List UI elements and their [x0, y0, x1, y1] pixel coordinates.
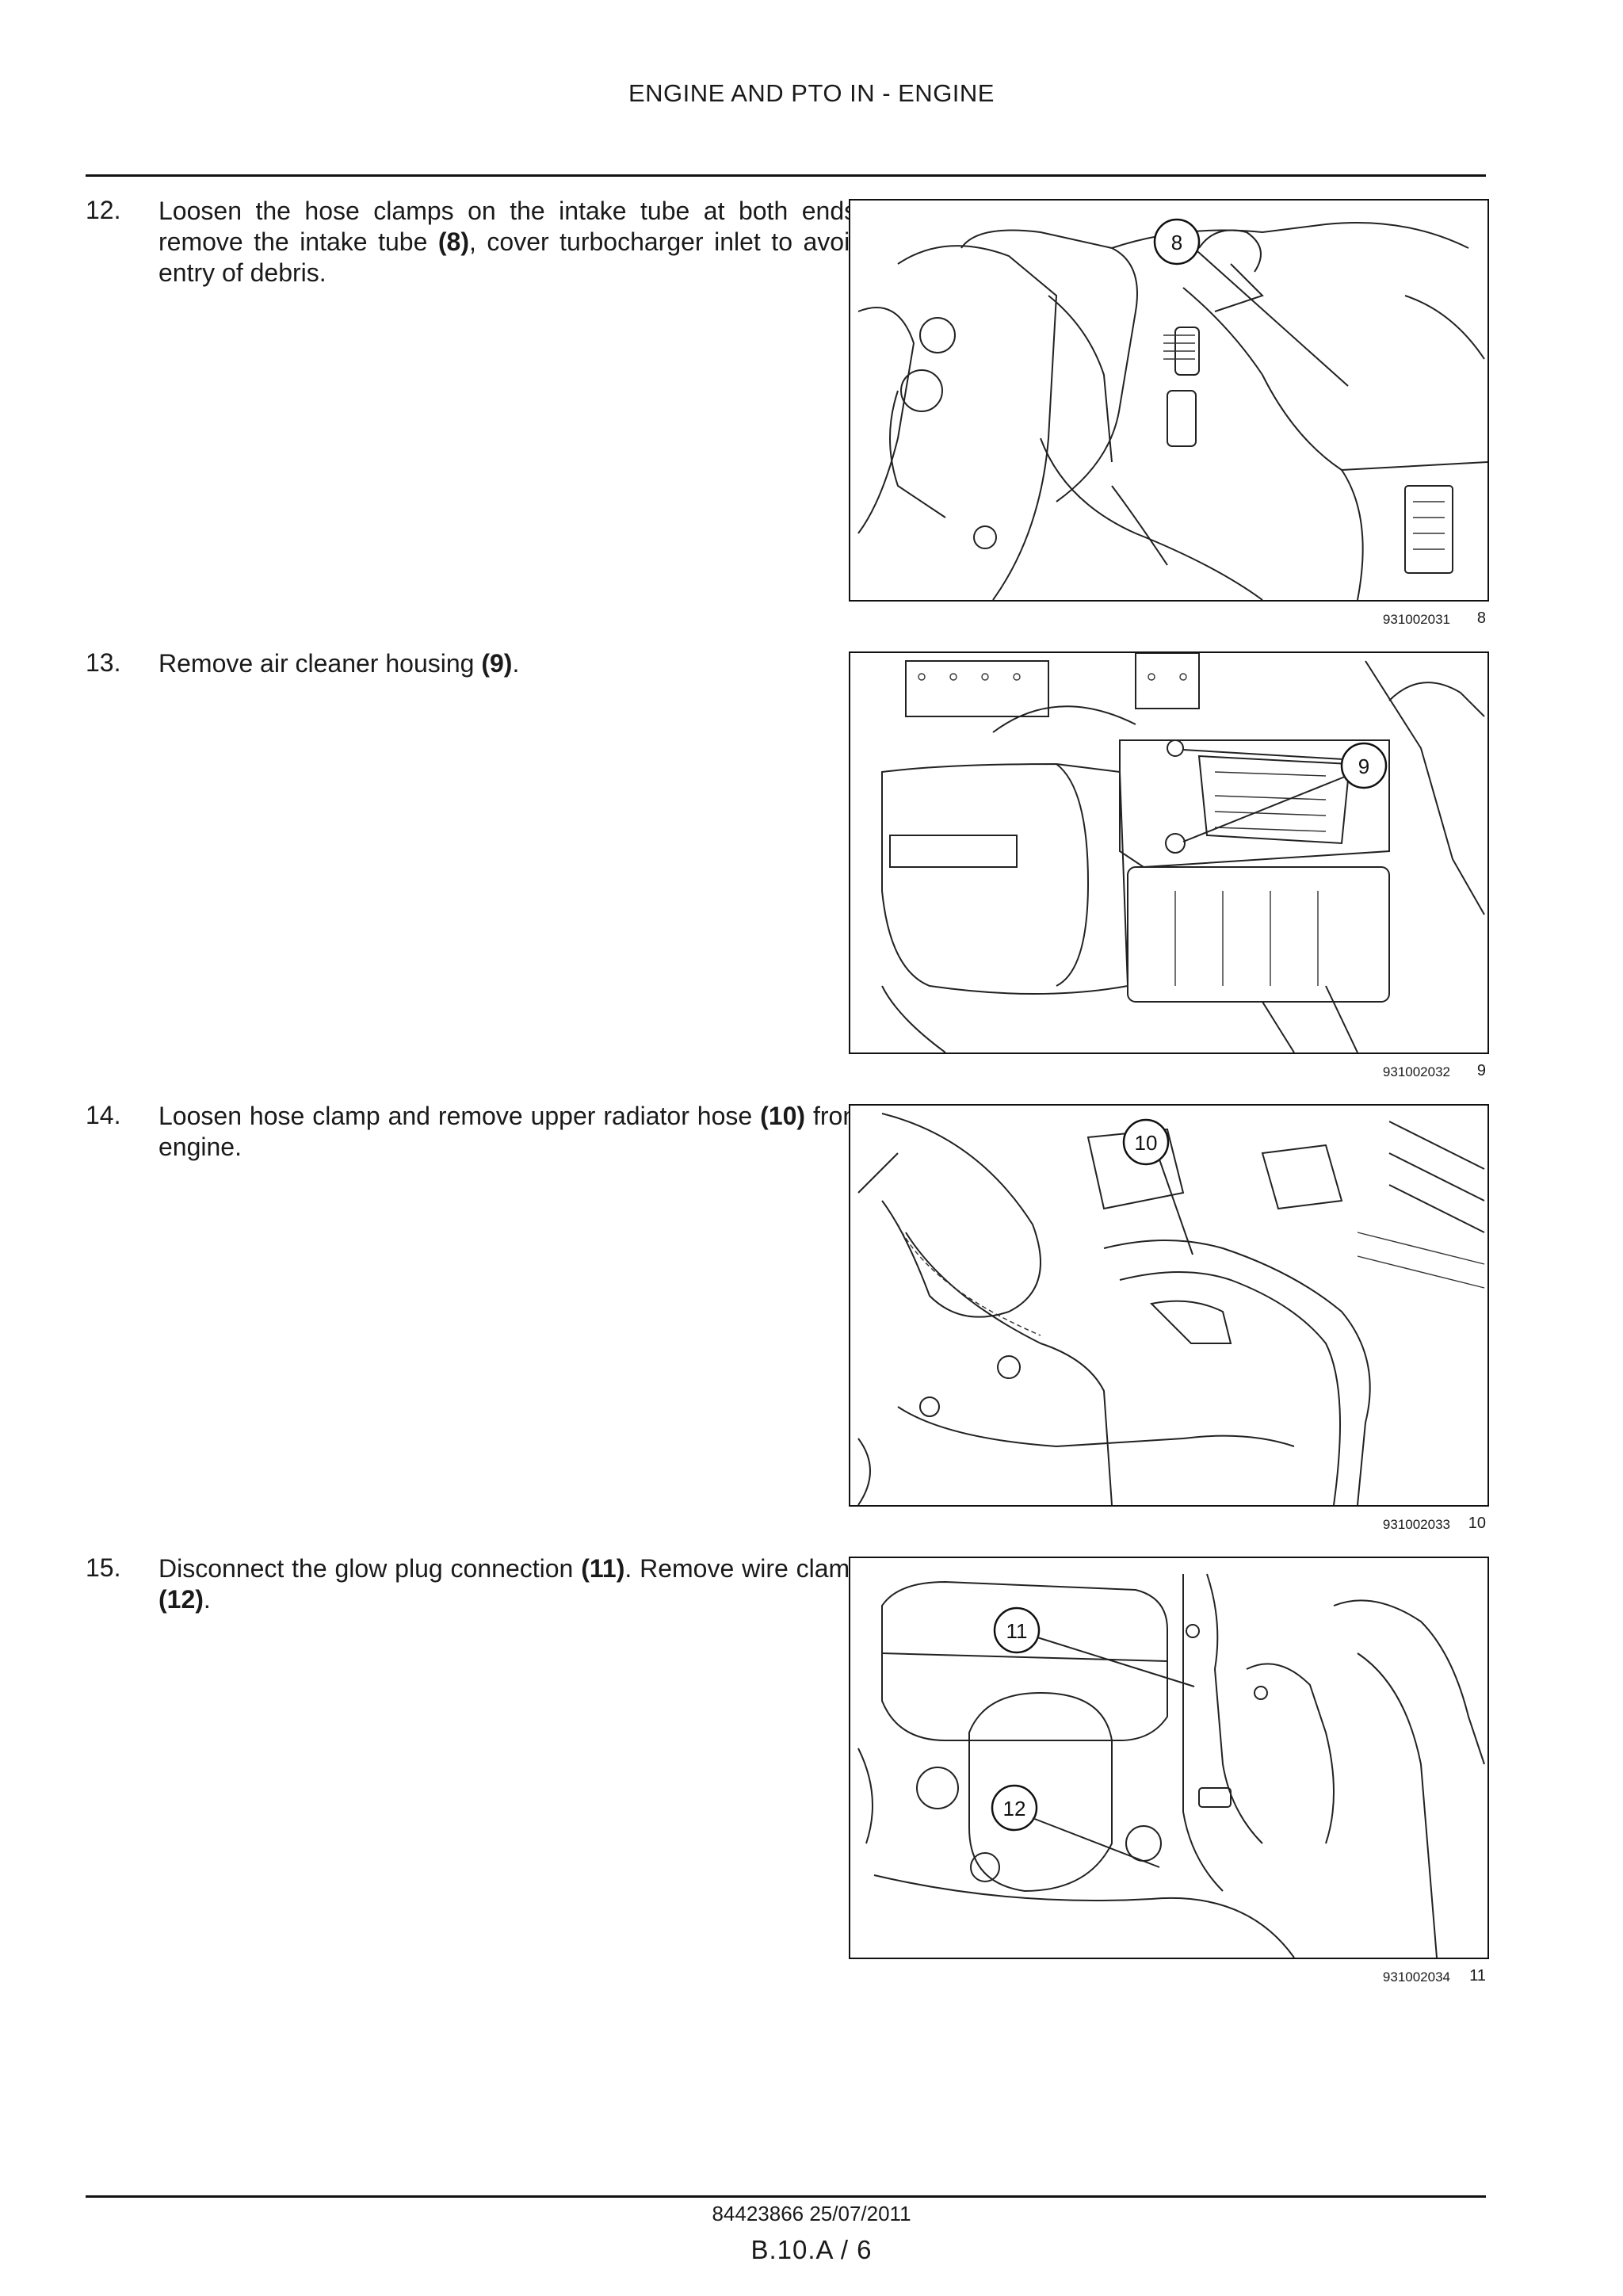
radiator-hose-illustration: 10 — [857, 1113, 1485, 1505]
figure-code: 931002034 — [1382, 1969, 1450, 1985]
figure-number: 8 — [1476, 609, 1486, 627]
figure-callout-label: 9 — [1358, 755, 1369, 778]
callout-ref-2: (12) — [158, 1585, 204, 1614]
figure-intake-tube: 8 — [849, 199, 1489, 602]
header-rule — [86, 174, 1486, 177]
step-instruction: Loosen the hose clamps on the intake tub… — [158, 197, 865, 287]
footer-document-reference: 84423866 25/07/2011 — [712, 2202, 911, 2225]
step-number: 13. — [86, 648, 121, 677]
page-header-title: ENGINE AND PTO IN - ENGINE — [628, 79, 995, 107]
step-number: 14. — [86, 1101, 121, 1129]
intake-tube-illustration: 8 — [857, 218, 1487, 600]
figure-number: 9 — [1476, 1062, 1486, 1079]
figure-code: 931002031 — [1382, 612, 1450, 627]
step-instruction: Disconnect the glow plug connection (11)… — [158, 1554, 865, 1614]
callout-ref: (11) — [581, 1554, 625, 1583]
footer-page-number: B.10.A / 6 — [750, 2235, 873, 2264]
step-number: 12. — [86, 196, 121, 224]
callout-ref: (9) — [481, 649, 513, 678]
figure-callout-label: 8 — [1171, 231, 1182, 254]
figure-code: 931002032 — [1382, 1064, 1450, 1079]
callout-ref: (8) — [437, 227, 469, 256]
glow-plug-illustration: 11 12 — [857, 1573, 1485, 1958]
figure-number: 11 — [1469, 1967, 1486, 1985]
callout-ref: (10) — [760, 1102, 806, 1130]
figure-radiator-hose: 10 — [849, 1104, 1489, 1507]
figure-glow-plug: 11 12 — [849, 1557, 1489, 1959]
figure-air-cleaner: 9 — [849, 651, 1489, 1054]
figure-number: 10 — [1468, 1515, 1486, 1532]
step-instruction: Remove air cleaner housing (9). — [158, 649, 520, 678]
step-number: 15. — [86, 1553, 121, 1582]
step-instruction: Loosen hose clamp and remove upper radia… — [158, 1102, 865, 1161]
figure-code: 931002033 — [1382, 1517, 1450, 1532]
air-cleaner-illustration: 9 — [881, 653, 1485, 1052]
figure-callout-label-2: 12 — [1003, 1797, 1026, 1820]
figure-callout-label: 10 — [1135, 1131, 1158, 1155]
footer-rule — [86, 2195, 1486, 2198]
figure-callout-label: 11 — [1006, 1619, 1028, 1643]
